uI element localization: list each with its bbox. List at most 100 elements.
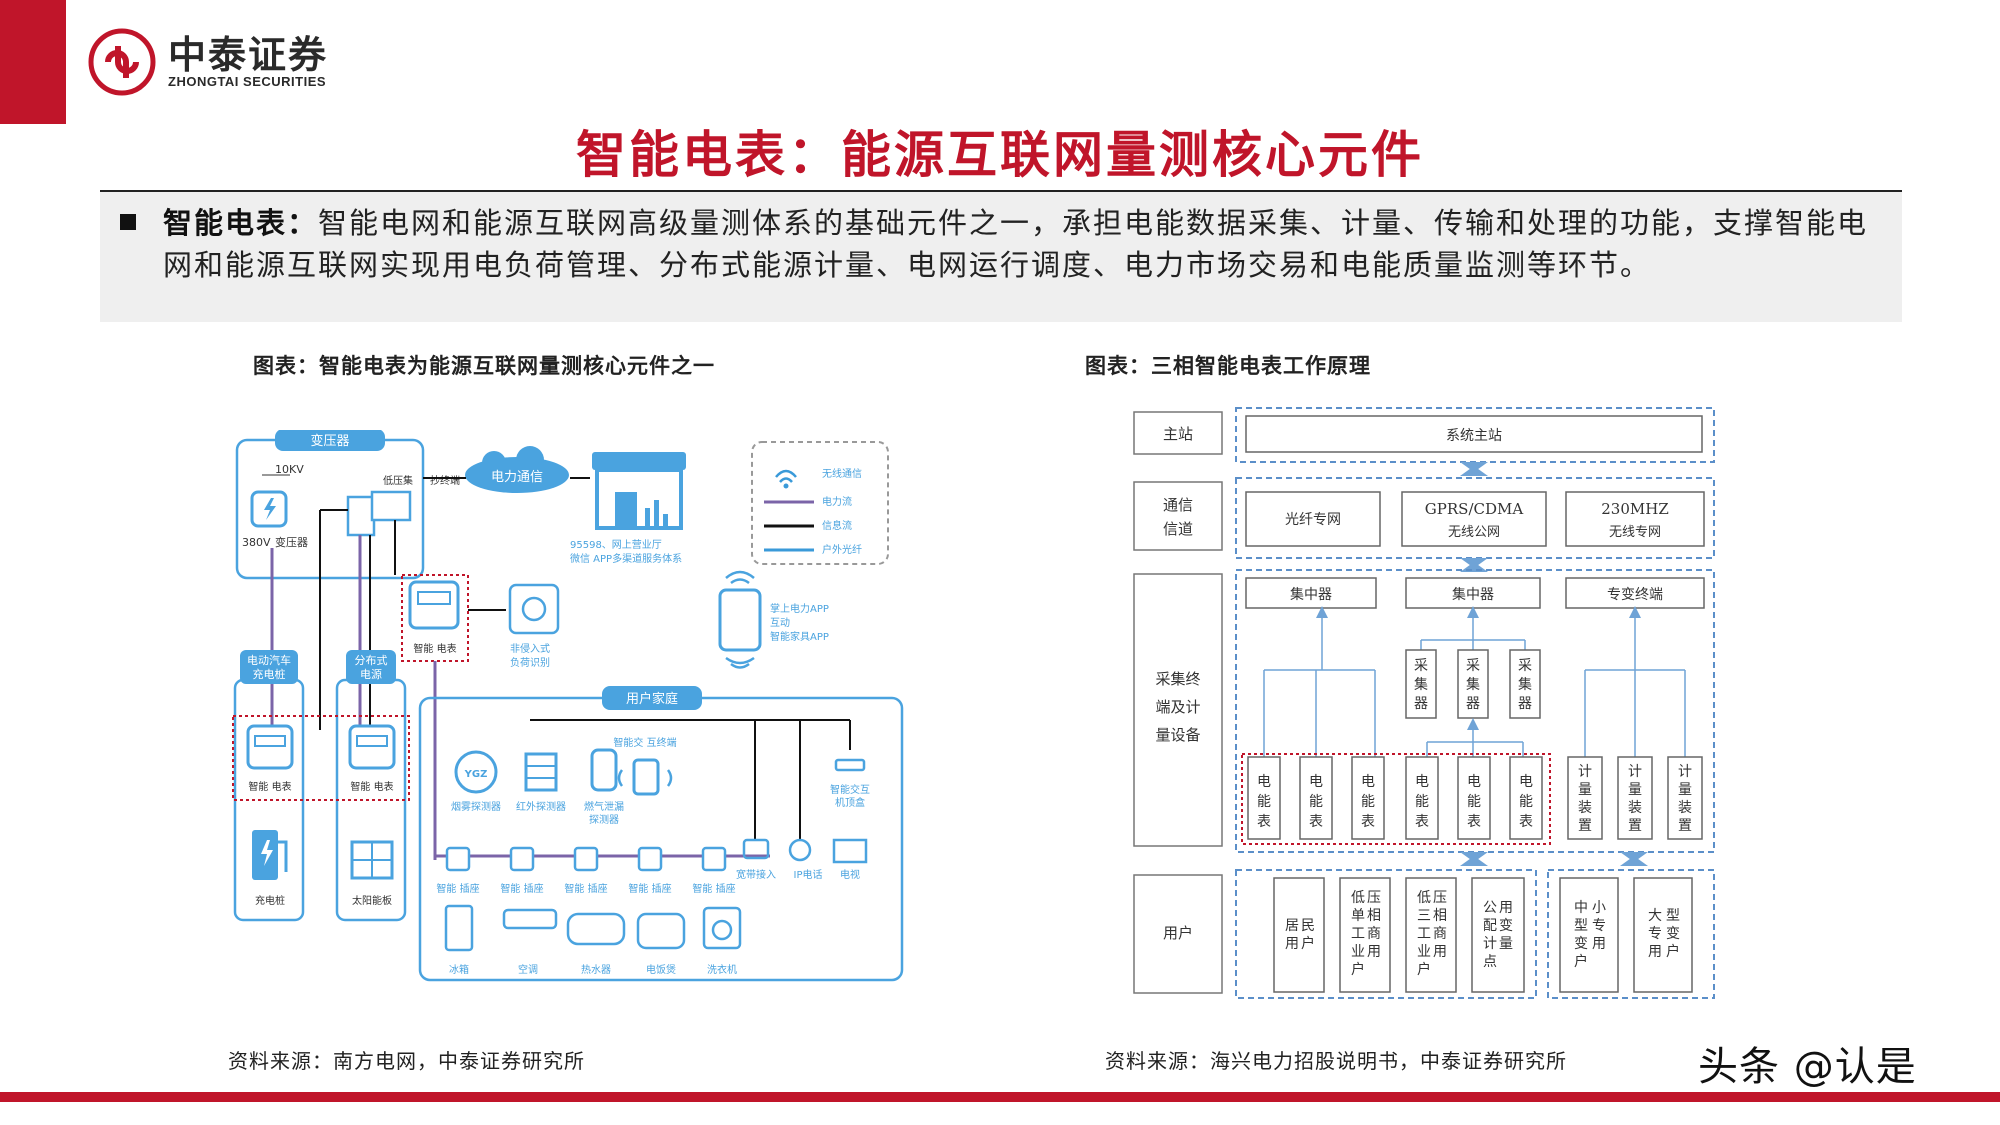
svg-text:相: 相 [1433, 908, 1447, 924]
slide-title: 智能电表：能源互联网量测核心元件 [576, 125, 1424, 184]
svg-text:能: 能 [1467, 794, 1481, 810]
three-phase-meter-principle-diagram: 主站 通信 信道 采集终 端及计 量设备 用户 系统主站 光纤专网 GPRS/C… [1133, 407, 1715, 999]
label-ir: 红外探测器 [516, 800, 566, 813]
svg-text:表: 表 [1519, 814, 1533, 830]
svg-text:专: 专 [1592, 918, 1606, 934]
svg-text:能: 能 [1257, 794, 1271, 810]
channel-230mhz-label-2: 无线专网 [1609, 525, 1661, 540]
summary-box [100, 192, 1902, 322]
label-comm: 电力通信 [491, 470, 543, 485]
legend-label-power: 电力流 [822, 495, 852, 508]
label-ev-group-2: 充电桩 [253, 667, 286, 681]
ipphone-icon [788, 838, 812, 862]
svg-text:表: 表 [1415, 814, 1429, 830]
socket-icon [573, 846, 599, 872]
label-cooker: 电饭煲 [646, 963, 676, 976]
svg-text:三: 三 [1417, 908, 1431, 924]
left-figure-source: 资料来源：南方电网，中泰证券研究所 [228, 1049, 585, 1073]
channel-row-frame [1235, 477, 1715, 559]
svg-text:户: 户 [1351, 961, 1365, 978]
label-reader: 抄终端 [430, 474, 460, 487]
svg-text:表: 表 [1309, 814, 1323, 830]
svg-text:计: 计 [1578, 764, 1592, 780]
label-nonintrusive-2: 负荷识别 [510, 656, 550, 669]
right-figure-source: 资料来源：海兴电力招股说明书，中泰证券研究所 [1105, 1049, 1567, 1073]
socket-icon [701, 846, 727, 872]
meter-box [1509, 756, 1543, 840]
smart-meter-ecosystem-diagram: 变压器 10KV 380V 变压器 低压集 抄终端 电力通信 95598、网上营… [232, 430, 904, 982]
label-socket: 智能 插座 [436, 882, 479, 895]
reader-monitor-icon [370, 490, 412, 522]
system-master-box [1245, 415, 1703, 453]
brand-tab [0, 0, 66, 124]
svg-text:商: 商 [1367, 926, 1381, 942]
meter-box [1299, 756, 1333, 840]
svg-text:用: 用 [1592, 936, 1606, 952]
svg-text:公: 公 [1483, 900, 1497, 916]
terminal-label-3: 专变终端 [1607, 587, 1663, 603]
row-label-master: 主站 [1163, 425, 1193, 443]
svg-text:变: 变 [1499, 918, 1513, 934]
meter-box [1457, 756, 1491, 840]
row-label-channel-box [1133, 481, 1223, 551]
interactive-terminal-icon [632, 758, 660, 796]
svg-text:电: 电 [1309, 774, 1323, 790]
user-type-box-resident [1273, 877, 1325, 993]
svg-text:居: 居 [1285, 918, 1299, 934]
smartphone-icon [718, 588, 762, 652]
meter-box [1351, 756, 1385, 840]
svg-text:计: 计 [1678, 764, 1692, 780]
meter-boxes: 电能表 电能表 电能表 电能表 电能表 电能表 [1247, 756, 1543, 840]
svg-text:低: 低 [1351, 890, 1365, 906]
meter-box [1247, 756, 1281, 840]
bullet-square-icon [120, 214, 136, 230]
wireless-legend-icon [775, 469, 797, 483]
metering-device-box [1667, 756, 1703, 840]
svg-text:用: 用 [1499, 900, 1513, 916]
svg-text:户: 户 [1417, 961, 1431, 978]
app-wireless-icon [725, 570, 755, 585]
transformer-group-tag [275, 430, 385, 451]
svg-text:量: 量 [1628, 782, 1642, 798]
row-label-channel-1: 通信 [1163, 496, 1193, 514]
summary-label: 智能电表： [163, 206, 319, 240]
watermark: 头条 @认是 [1698, 1044, 1917, 1090]
label-set-top-2: 机顶盒 [835, 796, 865, 809]
svg-text:民: 民 [1301, 918, 1315, 934]
label-socket: 智能 插座 [692, 882, 735, 895]
channel-gprs-label-2: 无线公网 [1448, 525, 1500, 540]
svg-text:表: 表 [1361, 814, 1375, 830]
label-concentrator: 低压集 [383, 474, 413, 487]
svg-text:中: 中 [1574, 900, 1588, 916]
label-ev-meter: 智能 电表 [248, 780, 291, 793]
label-380v: 380V [242, 536, 271, 549]
socket-icon [445, 846, 471, 872]
collector-box-3 [1509, 649, 1541, 719]
collector-label-1: 采 [1414, 658, 1428, 674]
right-figure-caption: 图表：三相智能电表工作原理 [1085, 353, 1371, 378]
row-label-collect-box [1133, 573, 1223, 847]
label-home: 用户家庭 [626, 691, 678, 707]
meters-red-highlight [1241, 753, 1551, 845]
svg-text:户: 户 [1301, 935, 1315, 952]
channel-box-gprs [1401, 491, 1547, 547]
row-label-collect-3: 量设备 [1155, 726, 1200, 744]
label-heater: 热水器 [581, 963, 611, 976]
svg-text:置: 置 [1628, 818, 1642, 834]
service-hall-icon [592, 452, 686, 470]
svg-text:器: 器 [1466, 696, 1480, 712]
smoke-detector-icon [454, 750, 498, 794]
legend-label-wireless: 无线通信 [822, 467, 862, 480]
svg-text:置: 置 [1678, 818, 1692, 834]
svg-text:户: 户 [1574, 953, 1588, 970]
svg-text:型: 型 [1666, 908, 1680, 924]
logo-chinese-name: 中泰证券 [168, 33, 329, 77]
svg-text:压: 压 [1433, 890, 1447, 906]
row-label-master-box [1133, 411, 1223, 455]
label-nonintrusive-1: 非侵入式 [510, 642, 550, 655]
svg-text:装: 装 [1628, 800, 1642, 816]
svg-text:器: 器 [1414, 696, 1428, 712]
label-service2: 微信 APP多渠道服务体系 [570, 552, 682, 565]
collector-label-2: 采 [1466, 658, 1480, 674]
svg-text:型: 型 [1574, 918, 1588, 934]
